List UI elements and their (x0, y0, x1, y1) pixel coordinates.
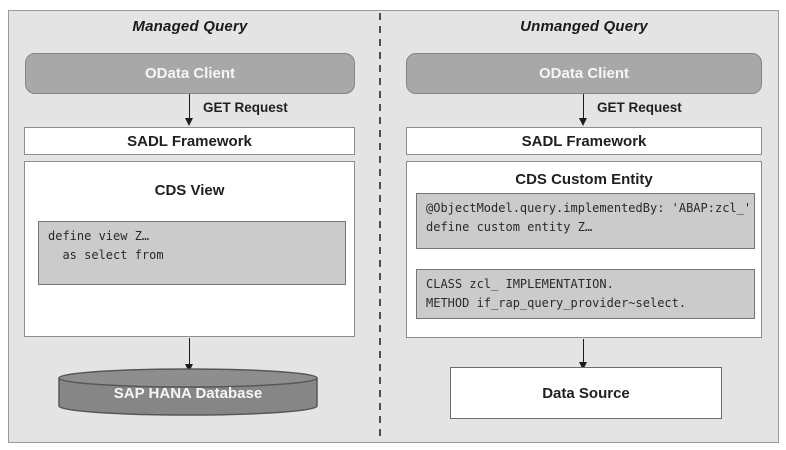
database-cylinder-icon (58, 368, 318, 416)
managed-cds-code-block: define view Z… as select from (38, 221, 346, 285)
managed-cds-view-title: CDS View (154, 182, 225, 199)
code-line: CLASS zcl_ IMPLEMENTATION. (426, 277, 614, 291)
data-source-box: Data Source (450, 367, 722, 419)
unmanaged-cds-code-block-1: @ObjectModel.query.implementedBy: 'ABAP:… (416, 193, 755, 249)
managed-get-request-arrow (185, 94, 193, 126)
sap-hana-database-cylinder: SAP HANA Database (58, 368, 318, 416)
unmanaged-sadl-framework-box: SADL Framework (406, 127, 762, 155)
data-source-label: Data Source (542, 384, 630, 402)
managed-odata-client-box: OData Client (25, 53, 355, 94)
managed-odata-client-label: OData Client (144, 65, 235, 82)
unmanaged-datasource-arrow (579, 339, 587, 370)
code-line: define view Z… (48, 229, 150, 243)
sap-hana-database-label: SAP HANA Database (113, 385, 263, 402)
unmanaged-get-request-arrow (579, 94, 587, 126)
managed-query-title: Managed Query (132, 18, 248, 35)
unmanaged-cds-custom-entity-title: CDS Custom Entity (515, 171, 653, 188)
unmanaged-sadl-framework-label: SADL Framework (521, 132, 647, 150)
code-line: as select from (48, 248, 164, 262)
unmanaged-get-request-label: GET Request (597, 100, 682, 115)
unmanaged-odata-client-label: OData Client (538, 65, 629, 82)
managed-cds-view-box: CDS View define view Z… as select from (24, 161, 355, 337)
unmanaged-cds-code-block-2: CLASS zcl_ IMPLEMENTATION. METHOD if_rap… (416, 269, 755, 319)
code-line: define custom entity Z… (426, 220, 593, 234)
unmanaged-cds-custom-entity-box: CDS Custom Entity @ObjectModel.query.imp… (406, 161, 762, 338)
code-line: METHOD if_rap_query_provider~select. (426, 296, 687, 310)
managed-sadl-framework-box: SADL Framework (24, 127, 355, 155)
managed-get-request-label: GET Request (203, 100, 288, 115)
dashed-divider (379, 13, 381, 441)
unmanaged-odata-client-box: OData Client (406, 53, 762, 94)
unmanaged-query-title: Unmanged Query (520, 18, 648, 35)
code-line: @ObjectModel.query.implementedBy: 'ABAP:… (426, 201, 752, 215)
managed-sadl-framework-label: SADL Framework (127, 132, 252, 150)
managed-database-arrow (185, 338, 193, 372)
